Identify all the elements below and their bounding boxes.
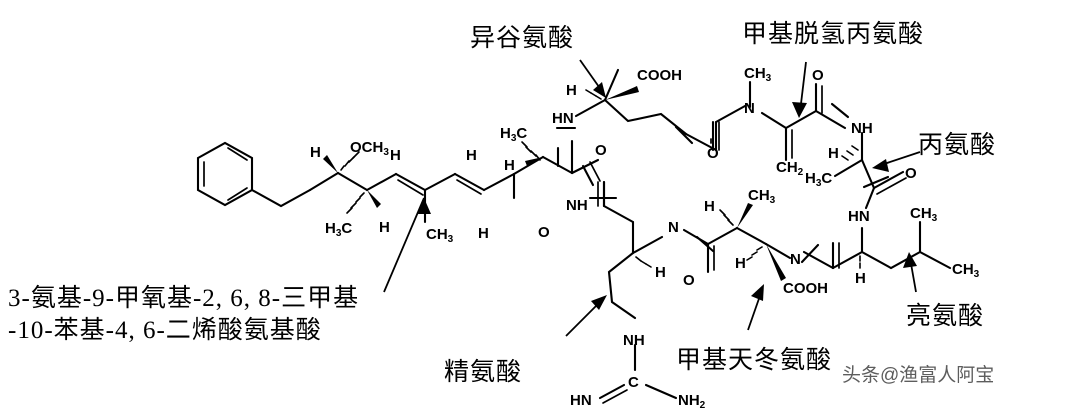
annotation-methyl-dehydroalanine: 甲基脱氢丙氨酸 (742, 21, 925, 48)
methylaspartate-residue (682, 203, 840, 281)
label-h-c9: H (310, 144, 321, 161)
annotation-alanine: 丙氨酸 (918, 132, 997, 159)
label-h-measp-beta: H (704, 198, 715, 215)
label-o-mdha-co: O (812, 67, 824, 84)
label-h3c-c8: H3C (325, 220, 352, 239)
adda-side-chain (250, 141, 601, 224)
label-hn-isoglu: HN (552, 110, 574, 127)
isoglutamate-residue (555, 68, 747, 175)
label-cooh-measp: COOH (783, 280, 828, 297)
hash-arg-h (635, 256, 652, 268)
label-h3c-c2: H3C (500, 125, 527, 144)
label-o-isoglu-co: O (707, 145, 719, 162)
alanine-residue (833, 131, 907, 210)
label-nh-guanidine: NH (623, 332, 645, 349)
hash-measp-h (746, 246, 763, 261)
label-o-measp-co: O (683, 272, 695, 289)
label-n-mdha: N (744, 100, 755, 117)
watermark-text: 头条@渔富人阿宝 (842, 365, 995, 386)
label-h-measp: H (735, 255, 746, 272)
label-h-isoglu: H (566, 82, 577, 99)
label-h-leucine: H (855, 270, 866, 287)
label-o-arg-co: O (538, 224, 550, 241)
label-h-c5: H (466, 147, 477, 164)
label-h-c8: H (379, 219, 390, 236)
benzene-ring (196, 141, 254, 207)
annotation-arginine: 精氨酸 (444, 359, 523, 386)
label-n-measp-leu: N (790, 251, 801, 268)
label-h-c4: H (478, 225, 489, 242)
label-ch3-c6: CH3 (426, 226, 454, 245)
annotation-adda-line2: -10-苯基-4, 6-二烯酸氨基酸 (8, 317, 322, 344)
annotation-adda-line1: 3-氨基-9-甲氧基-2, 6, 8-三甲基 (8, 285, 360, 312)
label-o-adda-co: O (595, 142, 607, 159)
label-h-alanine: H (828, 145, 839, 162)
arginine-residue (588, 180, 678, 404)
hash-c2-methyl (521, 141, 541, 161)
label-h-c2: H (504, 157, 515, 174)
label-ch3-n-mdha: CH3 (744, 65, 772, 84)
hash-isoglu-h (585, 89, 602, 100)
label-h3c-alanine: H3C (805, 170, 832, 189)
label-hn-guanidine: HN (570, 392, 592, 409)
label-hn-leucine: HN (848, 208, 870, 225)
atom-text-labels: OCH3 H H3C H H CH3 H H H3C H NH O HN (310, 65, 980, 409)
hash-ala-h (841, 145, 859, 161)
hash-och3 (340, 151, 360, 171)
label-h-c7: H (390, 147, 401, 164)
label-ch3-measp: CH3 (748, 187, 776, 206)
annotation-leucine: 亮氨酸 (906, 303, 985, 330)
label-ch2-mdha: CH2 (776, 159, 804, 178)
label-cooh-isoglu: COOH (637, 67, 682, 84)
leucine-residue (831, 220, 952, 270)
hash-measp-ch3 (719, 209, 734, 226)
label-ch3-leucine-a: CH3 (910, 205, 938, 224)
label-c-guanidine: C (628, 374, 639, 391)
label-nh-alanine: NH (851, 120, 873, 137)
label-n-arg: N (668, 219, 679, 236)
label-ch3-leucine-b: CH3 (952, 261, 980, 280)
label-nh-adda: NH (566, 197, 588, 214)
annotation-methylaspartate: 甲基天冬氨酸 (676, 347, 833, 374)
hash-c8-methyl (346, 192, 365, 214)
label-och3: OCH3 (350, 139, 389, 158)
label-nh2-guanidine: NH2 (678, 392, 706, 409)
label-o-alanine-co: O (905, 165, 917, 182)
annotation-isoglutamate: 异谷氨酸 (470, 25, 575, 52)
label-h-arginine: H (655, 264, 666, 281)
annotation-arrows (383, 59, 921, 337)
mdha-residue (748, 80, 850, 162)
